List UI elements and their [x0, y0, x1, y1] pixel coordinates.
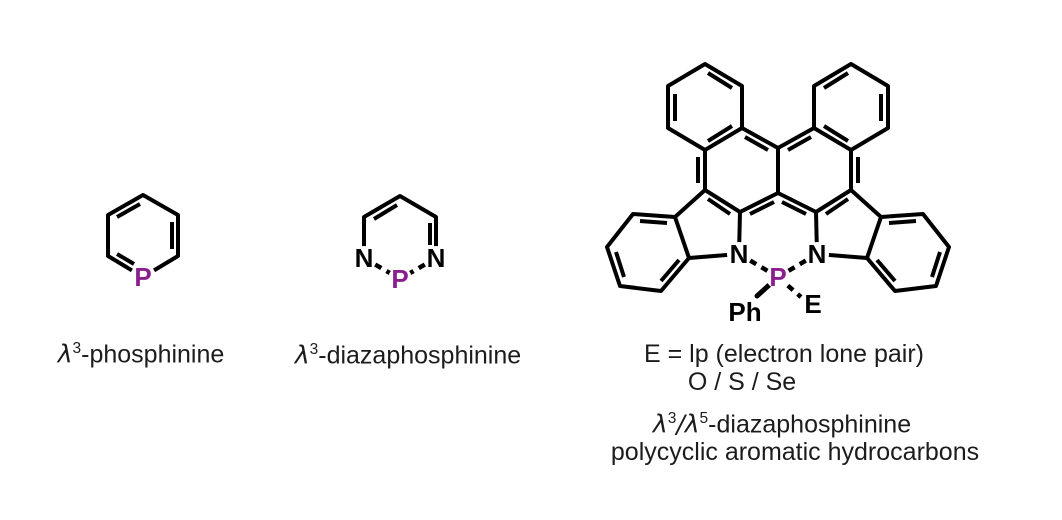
phosphorus-atom-label: P [134, 262, 151, 292]
phosphorus-atom-label: P [769, 262, 786, 292]
nitrogen-atom-label: N [355, 243, 374, 273]
chalcogen-options-text: O / S / Se [687, 368, 797, 396]
nitrogen-atom-label: N [730, 239, 749, 269]
pah-structure: N N P Ph E [605, 62, 951, 327]
phosphinine-structure: P [106, 193, 180, 292]
nitrogen-atom-label: N [808, 239, 827, 269]
phosphorus-atom-label: P [391, 264, 408, 294]
atom-halo [130, 264, 156, 290]
pah-caption-line2: polycyclic aromatic hydrocarbons [610, 438, 980, 466]
pah-caption-line1: λ3/λ5-diazaphosphinine [652, 409, 912, 439]
e-substituent-label: E [804, 289, 821, 319]
nitrogen-atom-label: N [427, 243, 446, 273]
phosphinine-caption: λ3-phosphinine [57, 339, 225, 369]
diazaphosphinine-structure: N N P [352, 194, 448, 294]
diazaphosphinine-caption: λ3-diazaphosphinine [294, 340, 522, 370]
phenyl-group-label: Ph [728, 297, 761, 327]
e-definition-text: E = lp (electron lone pair) [643, 340, 925, 368]
